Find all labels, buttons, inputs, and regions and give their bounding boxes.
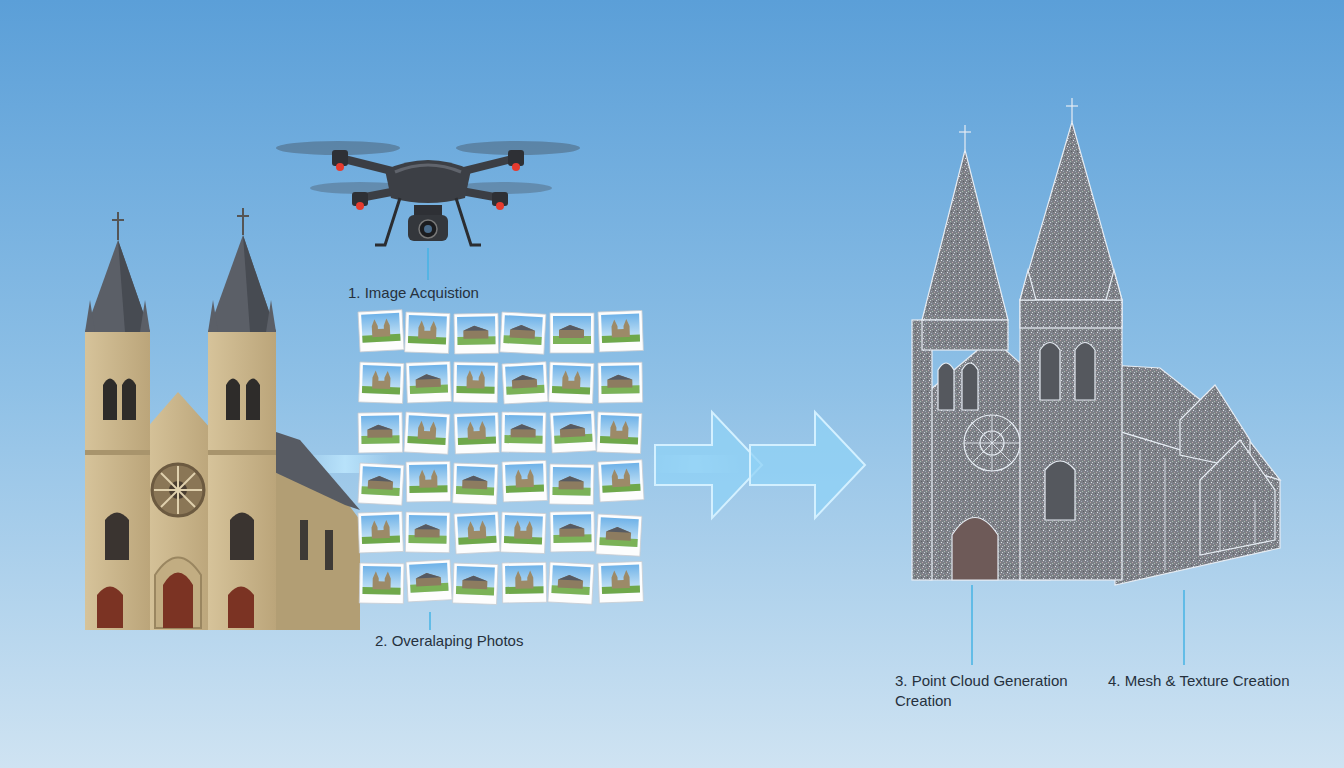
photo-grid (358, 310, 644, 605)
step-label: 3. Point Cloud Generation Creation (895, 671, 1087, 711)
point-cloud-model (912, 98, 1280, 585)
process-arrows (650, 412, 865, 518)
leader-lines (428, 248, 1184, 665)
step-label: 1. Image Acquistion (348, 283, 479, 303)
drone-illustration (276, 141, 580, 245)
step-label: 2. Overalaping Photos (375, 631, 523, 651)
step-label: 4. Mesh & Texture Creation (1108, 671, 1289, 691)
cathedral-illustration (85, 208, 360, 630)
